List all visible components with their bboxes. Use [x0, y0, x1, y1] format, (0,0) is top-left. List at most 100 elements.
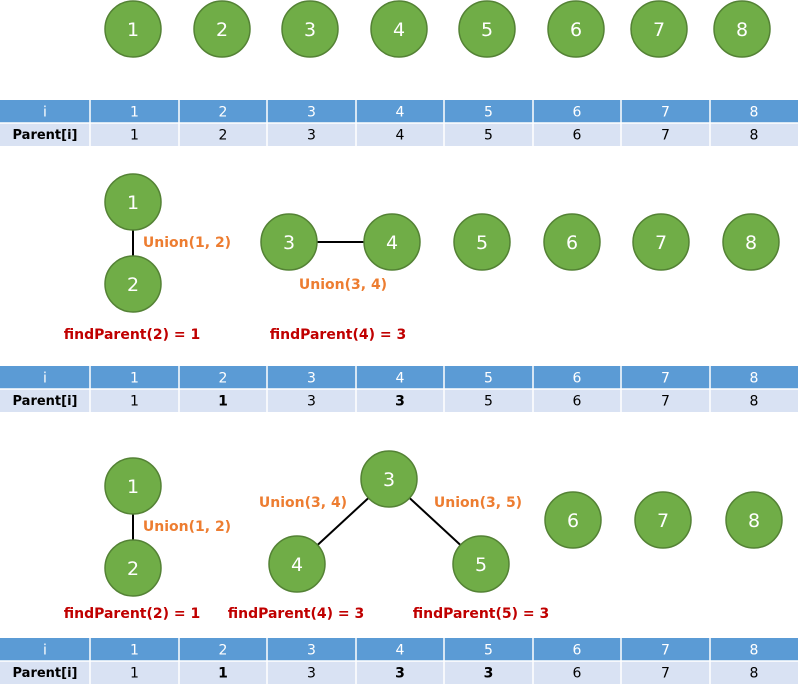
node-circle — [452, 535, 510, 593]
table-header-i: i — [43, 371, 47, 387]
node-6: 6 — [544, 491, 602, 549]
node-3: 3 — [260, 213, 318, 271]
table-parent-cell: 2 — [219, 128, 228, 144]
node-4: 4 — [363, 213, 421, 271]
table-parent-cell: 1 — [130, 394, 139, 410]
table-parent-cell: 7 — [661, 394, 670, 410]
table-index-cell: 5 — [484, 371, 493, 387]
union-label: Union(3, 4) — [299, 277, 387, 293]
node-label: 7 — [653, 19, 665, 41]
node-label: 3 — [383, 469, 395, 491]
node-circle — [713, 0, 771, 58]
stage-3: 1 2 3 4 5 6 7 8 Union(1, 2) Union(3, 4) Union(3, 5… — [0, 450, 798, 684]
table-parent-cell: 3 — [484, 666, 494, 682]
union-label: Union(1, 2) — [143, 235, 231, 251]
table-index-cell: 5 — [484, 105, 493, 121]
node-3: 3 — [360, 450, 418, 508]
table-parent-cell: 6 — [573, 666, 582, 682]
find-parent-label: findParent(5) = 3 — [413, 606, 550, 622]
find-parent-label: findParent(2) = 1 — [64, 327, 201, 343]
union-label: Union(1, 2) — [143, 519, 231, 535]
node-circle — [722, 213, 780, 271]
table-index-cell: 3 — [307, 371, 316, 387]
node-8: 8 — [722, 213, 780, 271]
table-parent-row — [0, 661, 798, 684]
table-index-cell: 8 — [750, 643, 759, 659]
node-7: 7 — [630, 0, 688, 58]
node-label: 8 — [736, 19, 748, 41]
node-2: 2 — [193, 0, 251, 58]
node-label: 6 — [567, 510, 579, 532]
table-index-cell: 2 — [219, 105, 228, 121]
node-label: 2 — [216, 19, 228, 41]
node-2: 2 — [104, 539, 162, 597]
table-header-parent: Parent[i] — [13, 394, 78, 409]
table-index-cell: 1 — [130, 105, 139, 121]
table-index-cell: 7 — [661, 105, 670, 121]
node-1: 1 — [104, 0, 162, 58]
union-label: Union(3, 5) — [434, 495, 522, 511]
node-label: 8 — [745, 232, 757, 254]
node-4: 4 — [370, 0, 428, 58]
table-parent-cell: 8 — [750, 666, 759, 682]
table-parent-cell: 3 — [307, 394, 316, 410]
table-parent-cell: 3 — [395, 666, 405, 682]
node-6: 6 — [547, 0, 605, 58]
table-parent-cell: 1 — [130, 128, 139, 144]
node-7: 7 — [634, 491, 692, 549]
node-label: 2 — [127, 558, 139, 580]
node-circle — [363, 213, 421, 271]
node-label: 2 — [127, 274, 139, 296]
node-3: 3 — [281, 0, 339, 58]
node-5: 5 — [458, 0, 516, 58]
node-circle — [725, 491, 783, 549]
node-label: 4 — [291, 554, 303, 576]
table-parent-cell: 1 — [130, 666, 139, 682]
node-circle — [370, 0, 428, 58]
node-6: 6 — [543, 213, 601, 271]
table-index-cell: 2 — [219, 371, 228, 387]
node-8: 8 — [713, 0, 771, 58]
table-index-cell: 6 — [573, 643, 582, 659]
node-circle — [281, 0, 339, 58]
table-parent-cell: 6 — [573, 394, 582, 410]
node-circle — [458, 0, 516, 58]
table-index-cell: 7 — [661, 371, 670, 387]
node-circle — [104, 457, 162, 515]
node-2: 2 — [104, 255, 162, 313]
table-parent-cell: 8 — [750, 128, 759, 144]
find-parent-label: findParent(4) = 3 — [270, 327, 407, 343]
table-header-i: i — [43, 643, 47, 659]
node-7: 7 — [632, 213, 690, 271]
table-parent-cell: 8 — [750, 394, 759, 410]
node-circle — [630, 0, 688, 58]
table-header-row — [0, 366, 798, 389]
node-1: 1 — [104, 173, 162, 231]
node-label: 3 — [304, 19, 316, 41]
node-circle — [104, 173, 162, 231]
union-label: Union(3, 4) — [259, 495, 347, 511]
node-5: 5 — [452, 535, 510, 593]
table-header-i: i — [43, 105, 47, 121]
table-parent-row — [0, 389, 798, 412]
node-label: 4 — [386, 232, 398, 254]
table-parent-cell: 5 — [484, 394, 493, 410]
node-circle — [260, 213, 318, 271]
find-parent-label: findParent(2) = 1 — [64, 606, 201, 622]
table-index-cell: 4 — [396, 371, 405, 387]
table-index-cell: 4 — [396, 643, 405, 659]
table-index-cell: 7 — [661, 643, 670, 659]
table-parent-cell: 4 — [396, 128, 405, 144]
table-index-cell: 6 — [573, 371, 582, 387]
table-parent-cell: 7 — [661, 128, 670, 144]
node-circle — [632, 213, 690, 271]
table-header-parent: Parent[i] — [13, 128, 78, 143]
table-parent-cell: 3 — [395, 394, 405, 410]
node-label: 4 — [393, 19, 405, 41]
node-circle — [104, 255, 162, 313]
node-5: 5 — [453, 213, 511, 271]
